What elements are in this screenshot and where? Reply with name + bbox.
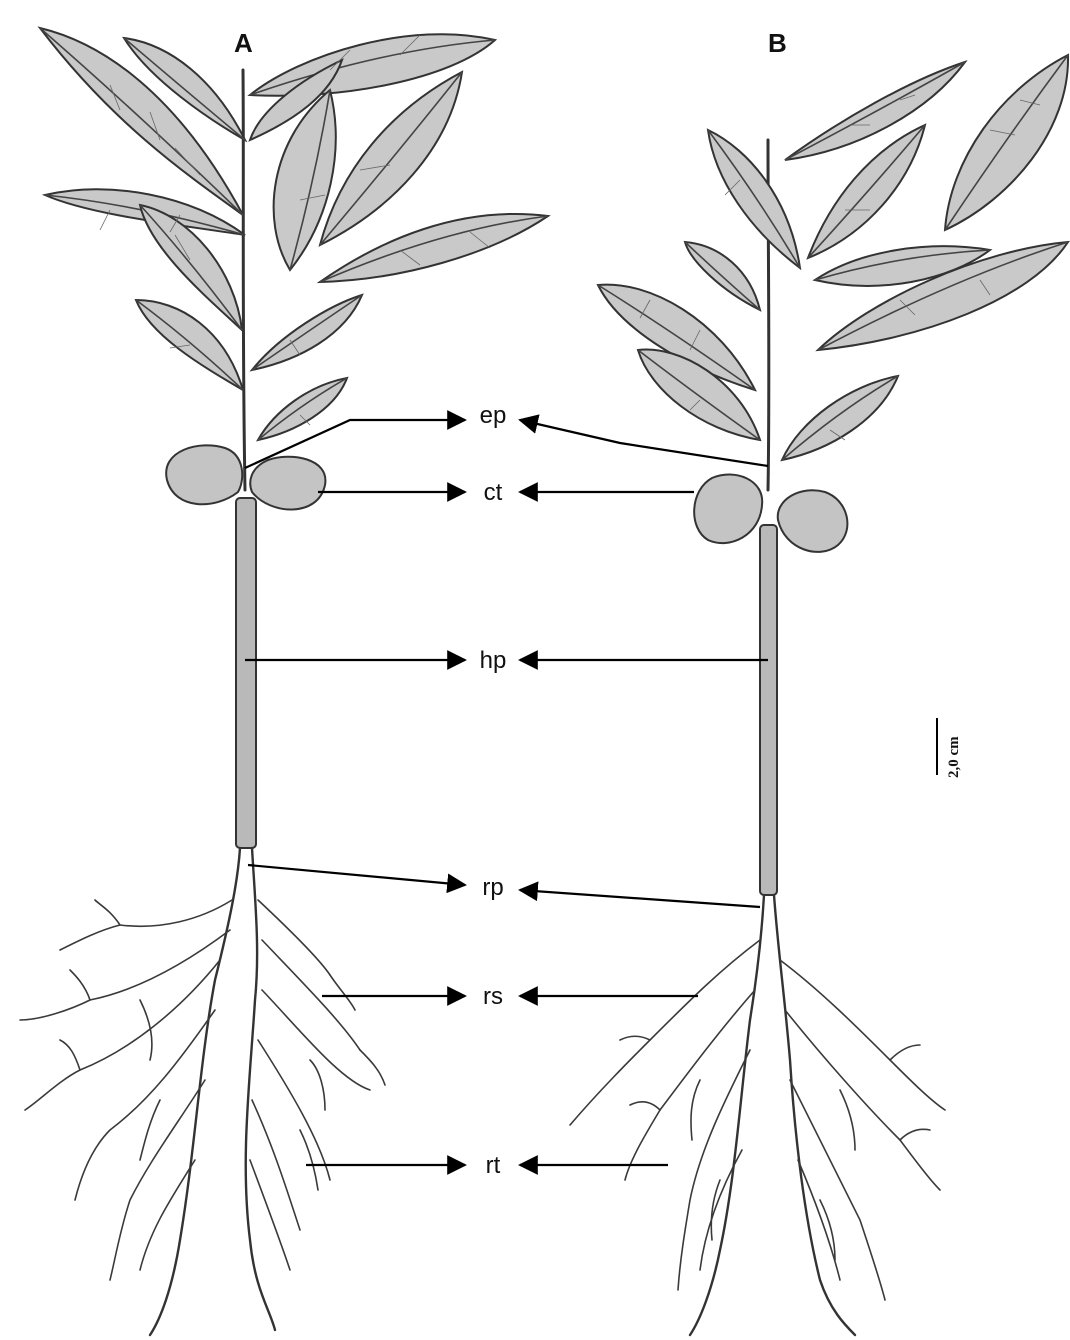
seedling-a-hypocotyl: [236, 498, 256, 848]
seedling-a: [20, 28, 548, 1335]
label-ep: ep: [480, 402, 507, 429]
label-hp: hp: [480, 647, 507, 674]
label-rt: rt: [486, 1152, 501, 1179]
panel-letter-a: A: [234, 28, 253, 58]
seedling-b-leaves: [598, 55, 1068, 460]
seedling-b: [570, 55, 1068, 1335]
label-rs: rs: [483, 983, 503, 1010]
seedling-b-hypocotyl: [760, 525, 777, 895]
pointer-rp-b: [520, 890, 760, 907]
part-labels: ep ct hp rp rs rt: [480, 402, 507, 1179]
label-rp: rp: [482, 874, 503, 901]
scale-bar: 2,0 cm: [937, 718, 962, 778]
pointer-rp-a: [248, 865, 465, 885]
seedling-a-roots: [20, 848, 385, 1335]
pointer-lines: [245, 420, 768, 1165]
scale-bar-text: 2,0 cm: [946, 736, 962, 778]
panel-letter-b: B: [768, 28, 787, 58]
seedling-a-leaves: [40, 28, 548, 440]
seedling-a-stem: [243, 70, 245, 490]
seedling-b-roots: [570, 895, 945, 1335]
label-ct: ct: [484, 479, 503, 506]
